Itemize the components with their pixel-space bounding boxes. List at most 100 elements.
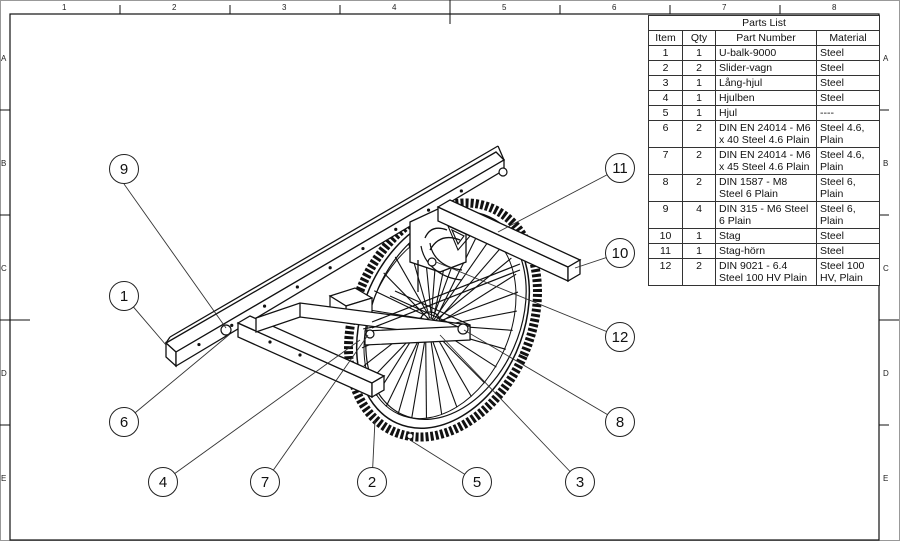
balloon-7: 7	[250, 467, 280, 497]
column-label-8: 8	[832, 3, 837, 12]
wheel-spoke	[438, 273, 517, 324]
cell-item: 7	[648, 147, 683, 175]
cell-item: 6	[648, 120, 683, 148]
cell-material: Steel	[816, 90, 880, 106]
cell-qty: 2	[682, 60, 716, 76]
cell-item: 8	[648, 174, 683, 202]
beam-hole	[394, 227, 398, 231]
beam-hole	[197, 342, 201, 347]
cell-part-number: Stag	[715, 228, 817, 244]
row-label-e-left: E	[1, 474, 7, 483]
cell-qty: 1	[682, 75, 716, 91]
hub-arm-2	[364, 325, 471, 346]
brace-bars	[371, 263, 521, 331]
cell-part-number: DIN 9021 - 6.4 Steel 100 HV Plain	[715, 258, 817, 286]
cell-part-number: Hjul	[715, 105, 817, 121]
cell-material: Steel 6, Plain	[816, 201, 880, 229]
cell-item: 3	[648, 75, 683, 91]
header-qty: Qty	[682, 30, 716, 46]
cell-item: 2	[648, 60, 683, 76]
cell-qty: 4	[682, 201, 716, 229]
balloon-4: 4	[148, 467, 178, 497]
cell-qty: 1	[682, 228, 716, 244]
wheel-spoke	[433, 257, 512, 323]
beam-hole	[262, 304, 267, 308]
cell-qty: 1	[682, 243, 716, 259]
column-label-6: 6	[612, 3, 617, 12]
u-beam	[164, 145, 506, 368]
cell-part-number: Lång-hjul	[715, 75, 817, 91]
wheel-spoke	[425, 329, 428, 419]
row-label-c-left: C	[1, 264, 7, 273]
row-label-b-left: B	[1, 159, 7, 168]
row-label-a-right: A	[883, 54, 889, 63]
cell-qty: 2	[682, 174, 716, 202]
balloon-5: 5	[462, 467, 492, 497]
balloon-6: 6	[109, 407, 139, 437]
cell-qty: 2	[682, 120, 716, 148]
row-label-d-right: D	[883, 369, 889, 378]
cell-item: 10	[648, 228, 683, 244]
wheel-spoke	[433, 291, 519, 324]
cell-item: 9	[648, 201, 683, 229]
cell-item: 4	[648, 90, 683, 106]
curved-slot	[420, 242, 463, 281]
wheel-spoke	[428, 330, 458, 408]
cell-part-number: DIN 315 - M6 Steel 6 Plain	[715, 201, 817, 229]
u-beam-holes	[197, 189, 463, 347]
fasteners	[220, 167, 508, 440]
cell-item: 1	[648, 45, 683, 61]
row-ticks	[0, 14, 899, 426]
row-label-a-left: A	[1, 54, 7, 63]
row-label-e-right: E	[883, 474, 889, 483]
balloon-10: 10	[605, 238, 635, 268]
balloon-3: 3	[565, 467, 595, 497]
cell-material: Steel	[816, 243, 880, 259]
beam-hole	[459, 189, 463, 193]
cell-material: Steel 6, Plain	[816, 174, 880, 202]
cell-part-number: DIN EN 24014 - M6 x 40 Steel 4.6 Plain	[715, 120, 817, 148]
beam-hole	[230, 323, 234, 327]
row-label-b-right: B	[883, 159, 889, 168]
cell-part-number: Stag-hörn	[715, 243, 817, 259]
cell-material: Steel	[816, 60, 880, 76]
parts-list-title: Parts List	[648, 15, 880, 31]
cell-part-number: Slider-vagn	[715, 60, 817, 76]
header-part-number: Part Number	[715, 30, 817, 46]
column-ticks	[119, 0, 781, 14]
cell-material: Steel	[816, 45, 880, 61]
wheel-leg-holes	[268, 340, 302, 357]
row-label-d-left: D	[1, 369, 7, 378]
header-material: Material	[816, 30, 880, 46]
column-label-5: 5	[502, 3, 507, 12]
cell-material: Steel	[816, 228, 880, 244]
cell-part-number: U-balk-9000	[715, 45, 817, 61]
balloon-11: 11	[605, 153, 635, 183]
column-label-3: 3	[282, 3, 287, 12]
wheel-spoke	[433, 233, 495, 321]
cell-item: 11	[648, 243, 683, 259]
row-label-c-right: C	[883, 264, 889, 273]
cell-material: Steel	[816, 75, 880, 91]
cell-part-number: Hjulben	[715, 90, 817, 106]
leader-lines	[123, 167, 621, 483]
cell-part-number: DIN 1587 - M8 Steel 6 Plain	[715, 174, 817, 202]
cell-material: Steel 100 HV, Plain	[816, 258, 880, 286]
beam-hole	[328, 266, 332, 270]
stag-triangle	[446, 224, 471, 252]
balloon-12: 12	[605, 322, 635, 352]
balloon-2: 2	[357, 467, 387, 497]
column-label-2: 2	[172, 3, 177, 12]
cell-qty: 1	[682, 45, 716, 61]
cell-qty: 1	[682, 90, 716, 106]
